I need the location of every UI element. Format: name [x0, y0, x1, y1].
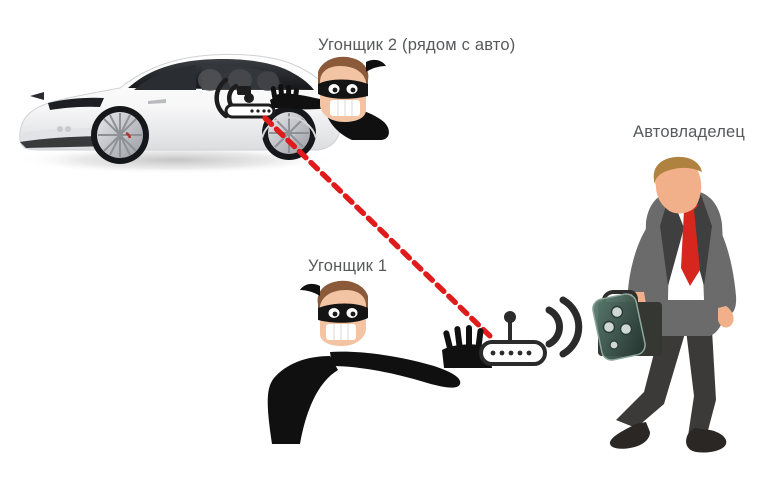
- thief-2-teeth-lines: [337, 100, 353, 116]
- thief-2-hand: [270, 83, 300, 108]
- owner-leg-back: [616, 330, 686, 428]
- car-wheel-rear: [262, 106, 316, 160]
- car-seat-3: [257, 71, 279, 91]
- thief-2-head: [318, 56, 386, 122]
- key-fob: [592, 293, 646, 361]
- car-owner-figure: [592, 156, 737, 453]
- relay-top-block: [237, 86, 251, 95]
- router-leds: [490, 350, 532, 356]
- thief-1-hand: [442, 325, 492, 368]
- car-shadow: [15, 146, 335, 174]
- thief-1-cape: [267, 356, 338, 444]
- owner-shoe-front: [686, 428, 727, 453]
- car-wheel-front: [91, 106, 149, 164]
- label-thief-1: Угонщик 1: [308, 257, 388, 275]
- relay-device-at-car: [214, 77, 276, 119]
- owner-leg-front: [686, 330, 716, 438]
- owner-tie: [681, 210, 700, 286]
- relay-body: [224, 103, 276, 119]
- owner-lapel-left: [660, 192, 684, 286]
- car-illustration: [15, 53, 342, 174]
- thief-1-hair-tail: [300, 283, 320, 296]
- thief-1-arm: [330, 351, 461, 388]
- thief-1-pupil-left: [332, 311, 338, 317]
- router-wifi-waves: [545, 296, 583, 358]
- thief-2-figure: [270, 56, 389, 140]
- car-window-front: [134, 65, 196, 90]
- router-illustration: [479, 296, 583, 366]
- thief-1-pupil-right: [350, 311, 356, 317]
- thief-2-pupil-left: [332, 87, 338, 93]
- relay-signal-link: [262, 115, 495, 341]
- car-fog-lamp-1: [57, 126, 63, 132]
- relay-leds: [250, 109, 271, 113]
- owner-hand-free: [718, 306, 734, 328]
- key-fob-buttons: [602, 305, 633, 350]
- thief-2-mask: [318, 79, 368, 99]
- owner-arm-front: [710, 226, 737, 315]
- owner-shoe-back: [609, 422, 650, 449]
- owner-head: [654, 161, 702, 214]
- relay-led-main: [244, 93, 254, 103]
- car-logo: [30, 92, 44, 100]
- car-door-handle: [148, 99, 166, 104]
- label-thief-2: Угонщик 2 (рядом с авто): [318, 36, 516, 54]
- car-headlight: [48, 97, 104, 110]
- car-seat-1: [198, 69, 222, 91]
- thief-2-hair-tail: [366, 59, 386, 72]
- label-car-owner: Автовладелец: [633, 123, 746, 141]
- thief-1-mask: [318, 303, 368, 323]
- owner-arm-back: [627, 226, 658, 309]
- car-front-splitter: [20, 136, 112, 148]
- thief-2-pupil-right: [350, 87, 356, 93]
- thief-1-figure: [267, 280, 492, 444]
- car-fog-lamp-2: [65, 126, 71, 132]
- router-antenna-tip: [504, 311, 516, 323]
- thief-1-head: [300, 280, 368, 346]
- thief-1-teeth-lines: [333, 324, 349, 340]
- car-front-lower: [22, 128, 92, 143]
- owner-hair: [653, 156, 702, 184]
